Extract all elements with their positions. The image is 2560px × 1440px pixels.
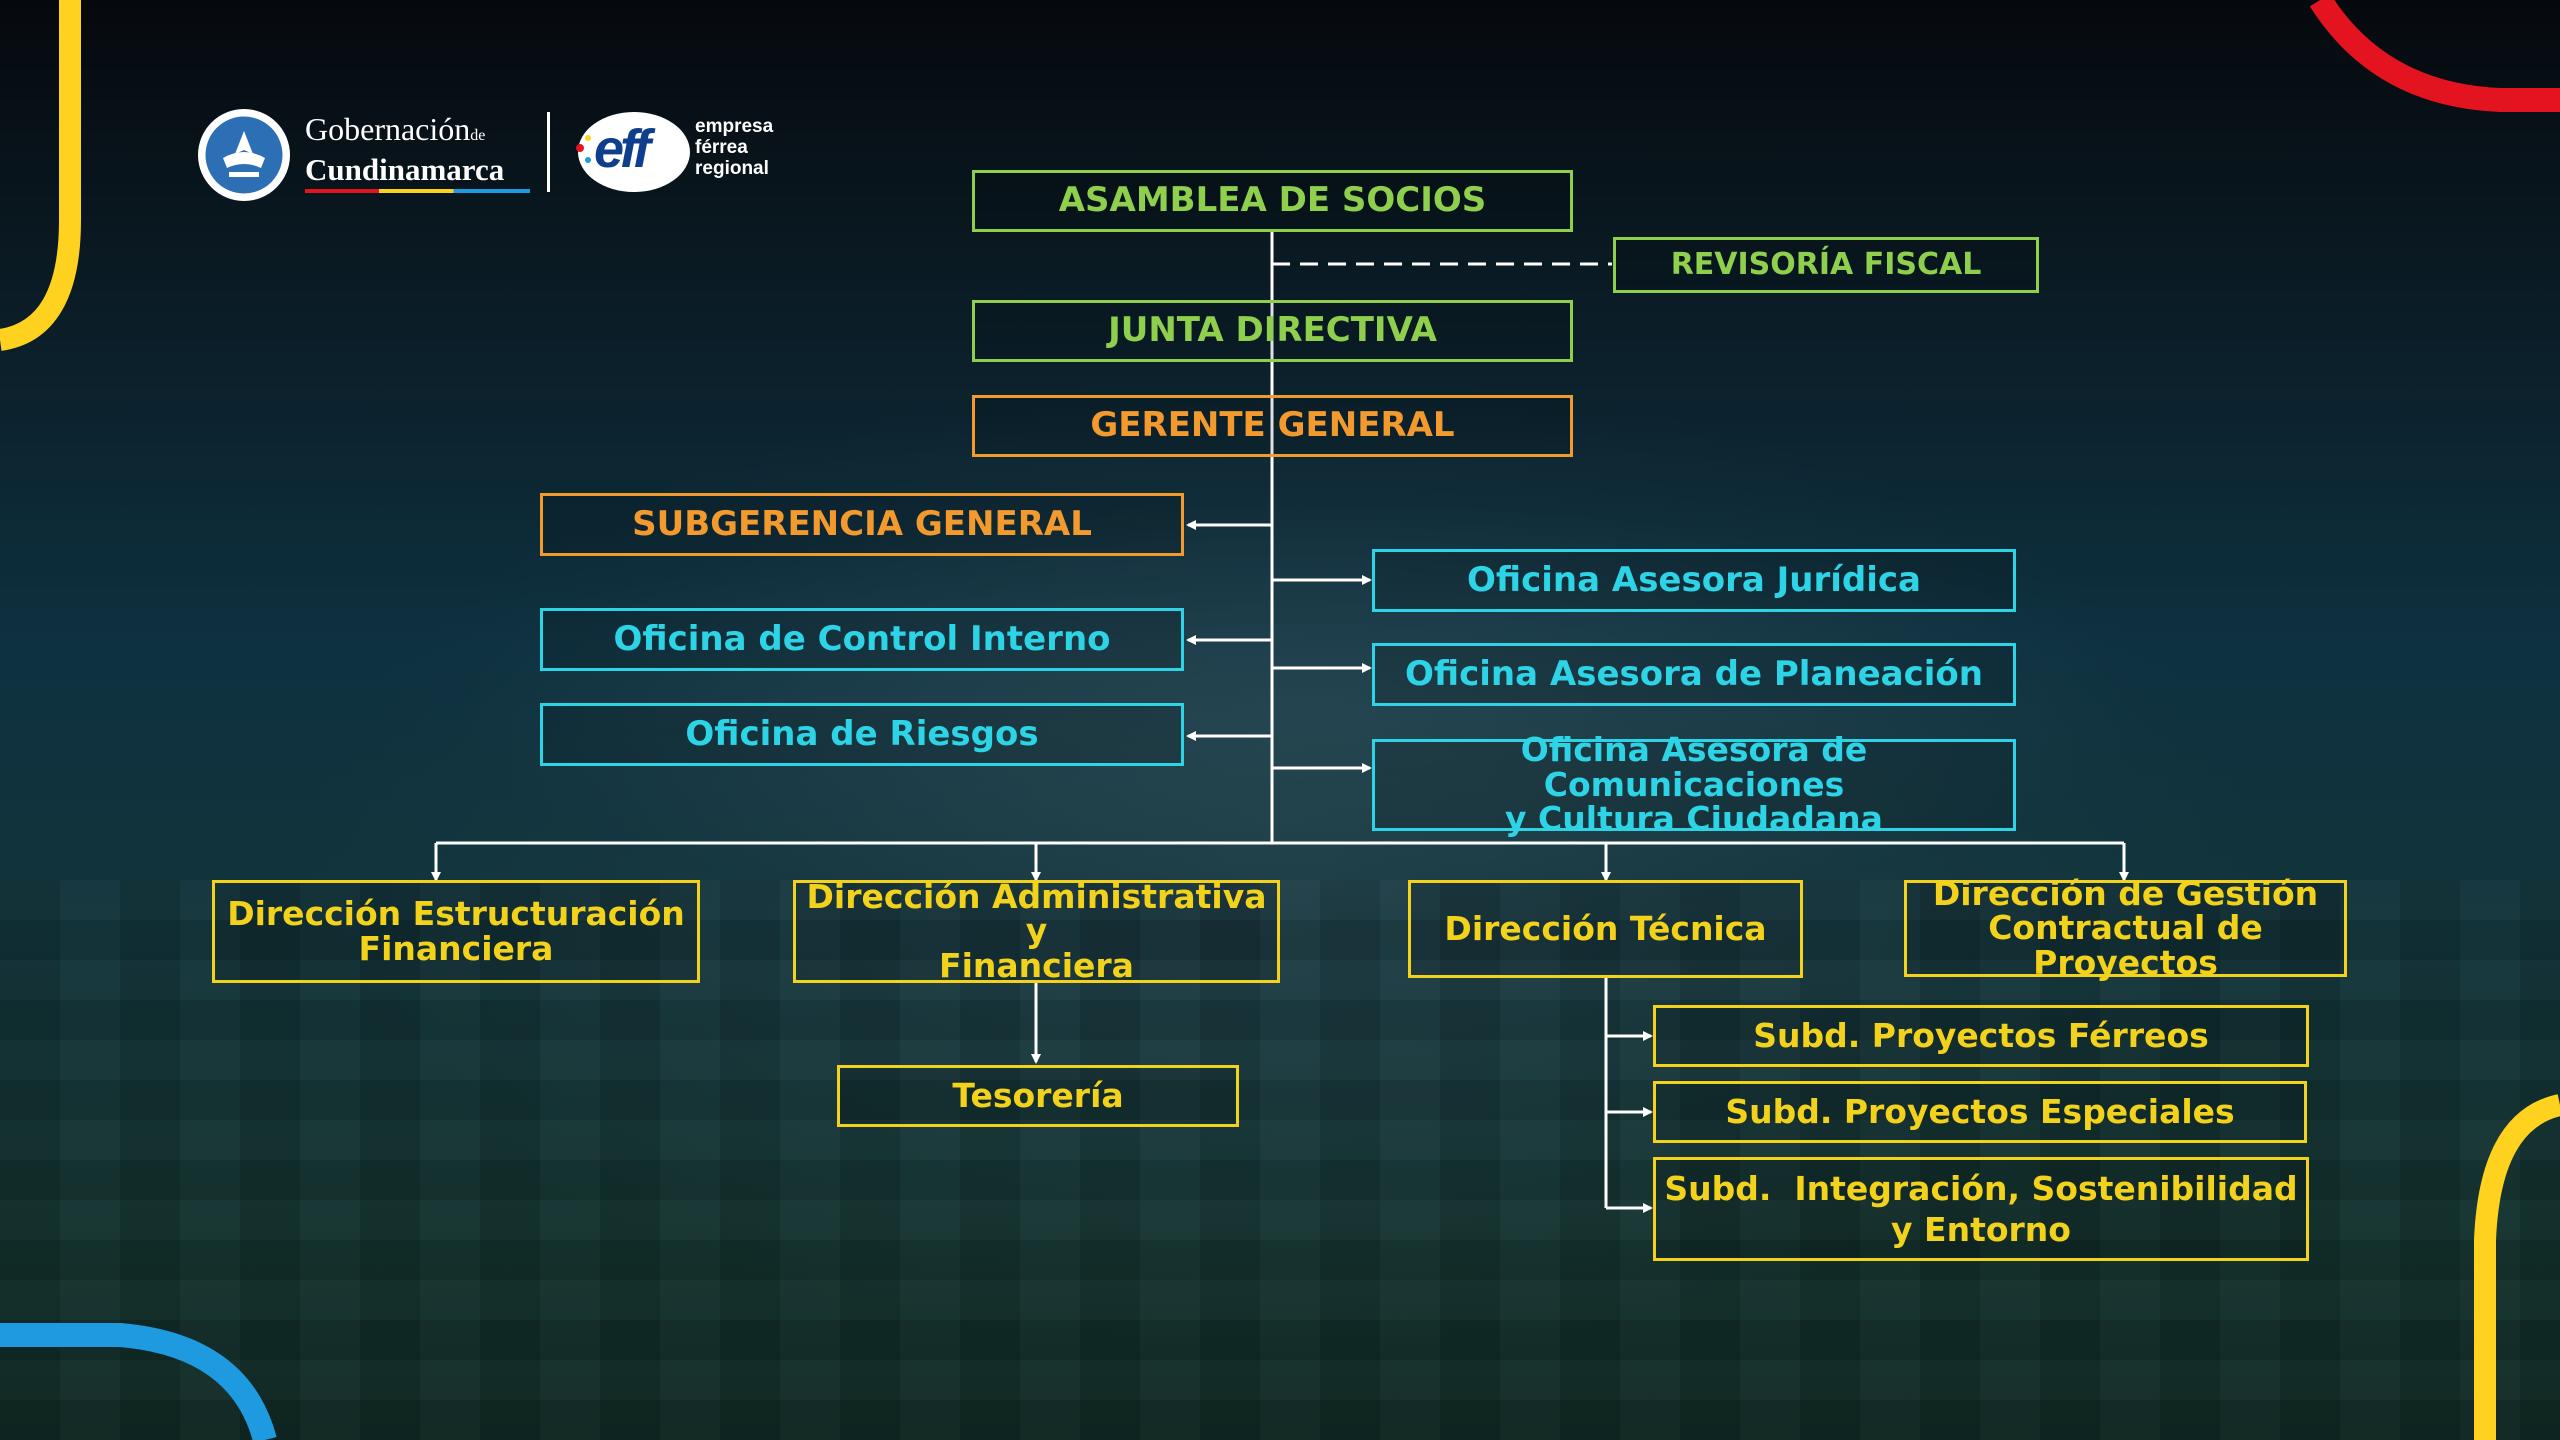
subd-especiales-label: Subd. Proyectos Especiales xyxy=(1725,1091,2235,1131)
subd-integracion-box: Subd. Integración, Sostenibilidad y Ento… xyxy=(1653,1157,2309,1261)
eff-word-3: regional xyxy=(695,158,769,179)
subd-integracion-label-2: y Entorno xyxy=(1891,1210,2071,1249)
logo-divider xyxy=(547,112,550,192)
asamblea-box: ASAMBLEA DE SOCIOS xyxy=(972,170,1573,232)
gobernacion-wordmark: Gobernaciónde Cundinamarca xyxy=(305,112,535,193)
planeacion-label: Oficina Asesora de Planeación xyxy=(1405,653,1983,694)
subgerencia-box: SUBGERENCIA GENERAL xyxy=(540,493,1184,556)
subd-ferreos-label: Subd. Proyectos Férreos xyxy=(1753,1015,2209,1055)
eff-mark-text: eff xyxy=(594,119,651,179)
dir-estructuracion-box: Dirección Estructuración Financiera xyxy=(212,880,700,983)
background-group-photo xyxy=(150,340,2450,960)
eff-word-1: empresa xyxy=(695,116,774,137)
cundinamarca-word: Cundinamarca xyxy=(305,152,505,187)
subd-integracion-label-1: Subd. Integración, Sostenibilidad xyxy=(1664,1168,2298,1208)
subgerencia-label: SUBGERENCIA GENERAL xyxy=(632,503,1092,544)
eff-badge-icon xyxy=(576,112,690,192)
control-interno-label: Oficina de Control Interno xyxy=(613,618,1111,659)
subd-ferreos-box: Subd. Proyectos Férreos xyxy=(1653,1005,2309,1067)
dir-gestion-box: Dirección de Gestión Contractual de Proy… xyxy=(1904,873,2347,982)
riesgos-label: Oficina de Riesgos xyxy=(685,713,1039,754)
dir-administrativa-label-1: Dirección Administrativa y xyxy=(806,876,1267,951)
dir-estructuracion-label-1: Dirección Estructuración xyxy=(227,893,685,933)
juridica-label: Oficina Asesora Jurídica xyxy=(1466,559,1922,600)
eff-logo: eff xyxy=(570,108,690,196)
juridica-box: Oficina Asesora Jurídica xyxy=(1372,549,2016,612)
gerente-label: GERENTE GENERAL xyxy=(1090,405,1455,446)
gerente-box: GERENTE GENERAL xyxy=(972,395,1573,457)
planeacion-box: Oficina Asesora de Planeación xyxy=(1372,643,2016,706)
dir-gestion-label-2: Contractual de Proyectos xyxy=(1988,908,2263,982)
gobernacion-de: de xyxy=(470,127,486,144)
dir-estructuracion-label-2: Financiera xyxy=(358,928,554,968)
dir-administrativa-label-2: Financiera xyxy=(939,945,1134,985)
comunicaciones-label-1: Oficina Asesora de Comunicaciones xyxy=(1520,730,1868,804)
comunicaciones-label-2: y Cultura Ciudadana xyxy=(1505,799,1883,839)
tesoreria-box: Tesorería xyxy=(837,1065,1239,1127)
eff-word-2: férrea xyxy=(695,137,748,158)
tesoreria-label: Tesorería xyxy=(952,1075,1124,1115)
revisoria-label: REVISORÍA FISCAL xyxy=(1670,247,1982,283)
junta-label: JUNTA DIRECTIVA xyxy=(1108,310,1437,351)
asamblea-label: ASAMBLEA DE SOCIOS xyxy=(1058,180,1487,221)
cundinamarca-seal-icon xyxy=(198,109,290,201)
dir-tecnica-box: Dirección Técnica xyxy=(1408,880,1803,978)
junta-box: JUNTA DIRECTIVA xyxy=(972,300,1573,362)
eff-wordmark: empresa férrea regional xyxy=(695,116,773,179)
subd-especiales-box: Subd. Proyectos Especiales xyxy=(1653,1081,2307,1143)
control-interno-box: Oficina de Control Interno xyxy=(540,608,1184,671)
tricolor-underline xyxy=(305,189,530,193)
riesgos-box: Oficina de Riesgos xyxy=(540,703,1184,766)
dir-gestion-label-1: Dirección de Gestión xyxy=(1932,873,2319,913)
dir-tecnica-label: Dirección Técnica xyxy=(1444,908,1767,948)
background-floor xyxy=(0,880,2560,1440)
comunicaciones-box: Oficina Asesora de Comunicaciones y Cult… xyxy=(1372,732,2016,836)
dir-administrativa-box: Dirección Administrativa y Financiera xyxy=(793,876,1280,985)
gobernacion-word: Gobernación xyxy=(305,111,471,147)
revisoria-box: REVISORÍA FISCAL xyxy=(1613,237,2039,293)
